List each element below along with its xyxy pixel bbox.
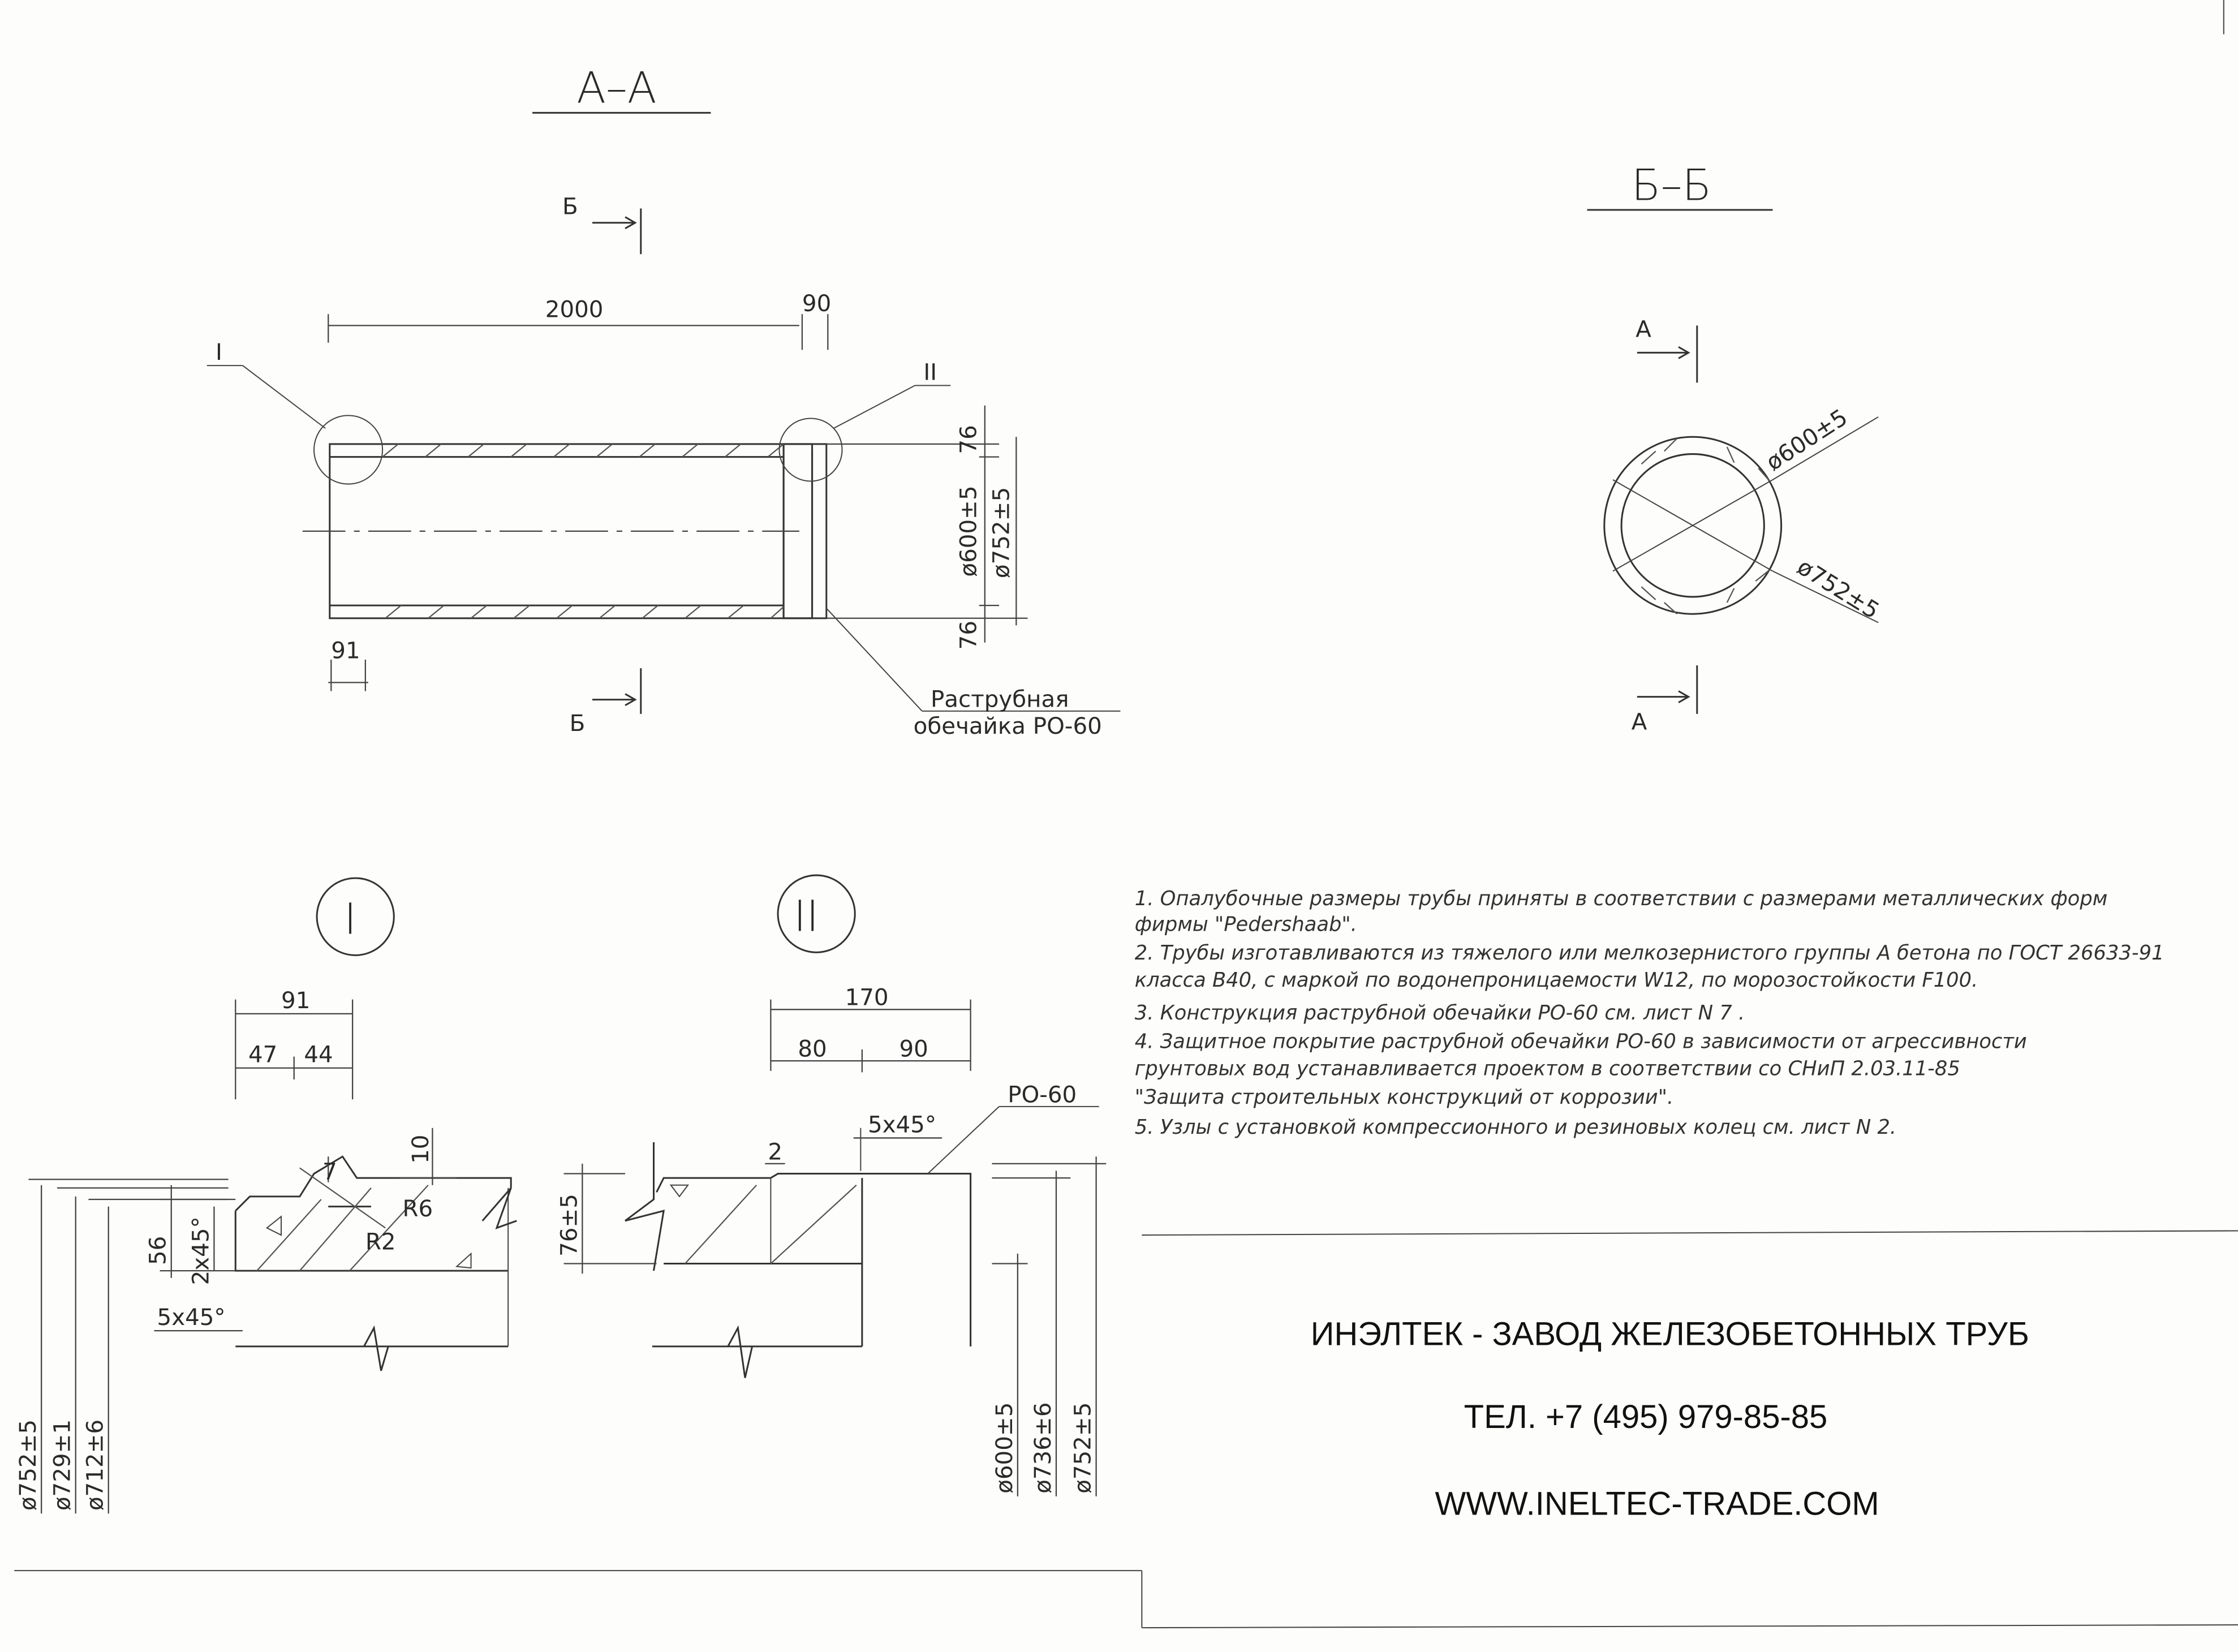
company-block: ИНЭЛТЕК - ЗАВОД ЖЕЛЕЗОБЕТОННЫХ ТРУБ ТЕЛ.… <box>1311 1315 2029 1522</box>
dim-d2-90: 90 <box>899 1036 928 1062</box>
cut-mark-b-top: Б <box>562 193 578 220</box>
detail-1-title: I <box>344 894 356 944</box>
dim-d1-44: 44 <box>304 1042 333 1068</box>
dim-length-2000: 2000 <box>545 296 604 322</box>
company-website[interactable]: WWW.INELTEC-TRADE.COM <box>1435 1486 1879 1522</box>
dim-d2-dia-600: ø600±5 <box>991 1403 1018 1494</box>
dim-d1-dia-712: ø712±6 <box>82 1419 109 1511</box>
note-line: 1. Опалубочные размеры трубы приняты в с… <box>1135 887 2108 910</box>
detail-2-title: II <box>794 891 819 941</box>
dim-socket-90: 90 <box>802 290 831 317</box>
cut-mark-b-bottom: Б <box>570 710 586 737</box>
note-line: 2. Трубы изготавливаются из тяжелого или… <box>1135 941 2164 965</box>
dim-d1-10: 10 <box>407 1135 434 1164</box>
cut-mark-a-bottom: А <box>1632 709 1647 735</box>
note-line: грунтовых вод устанавливается проектом в… <box>1135 1057 1960 1080</box>
callout-socket-ring-line1: Раструбная <box>931 686 1069 712</box>
dim-d2-2: 2 <box>768 1138 782 1165</box>
dim-d2-dia-752: ø752±5 <box>1070 1403 1096 1494</box>
sheet-frame <box>14 0 2238 1629</box>
dim-d1-r6: R6 <box>402 1195 433 1222</box>
dim-d1-91: 91 <box>281 987 310 1014</box>
cut-mark-a-top: А <box>1636 316 1651 343</box>
dim-d1-47: 47 <box>248 1042 277 1068</box>
notes-block: 1. Опалубочные размеры трубы приняты в с… <box>1135 887 2164 1139</box>
node-1-marker: I <box>216 339 222 365</box>
dim-d1-5x45: 5x45° <box>157 1304 226 1331</box>
node-2-marker: II <box>923 359 937 385</box>
company-phone: ТЕЛ. +7 (495) 979-85-85 <box>1464 1399 1828 1435</box>
dim-aa-wall-bottom: 76 <box>956 621 982 649</box>
ring-label-po60: РО-60 <box>1008 1081 1077 1108</box>
section-bb: Б–Б А А ø600±5 ø752±5 <box>1587 160 1884 735</box>
callout-socket-ring-line2: обечайка РО-60 <box>914 713 1102 739</box>
section-bb-title: Б–Б <box>1632 160 1712 210</box>
section-aa: А–А Б Б 2000 90 91 <box>206 63 1121 739</box>
dim-aa-inner-dia: ø600±5 <box>956 485 982 577</box>
company-name: ИНЭЛТЕК - ЗАВОД ЖЕЛЕЗОБЕТОННЫХ ТРУБ <box>1311 1315 2029 1352</box>
dim-d2-wall: 76±5 <box>556 1194 582 1257</box>
note-line: класса В40, с маркой по водонепроницаемо… <box>1135 969 1978 992</box>
dim-aa-wall-top: 76 <box>956 425 982 454</box>
dim-d1-dia-752: ø752±5 <box>15 1419 41 1511</box>
note-line: 5. Узлы с установкой компрессионного и р… <box>1135 1116 1896 1139</box>
dim-d1-56: 56 <box>145 1236 171 1265</box>
dim-d2-170: 170 <box>845 984 889 1011</box>
dim-spigot-91: 91 <box>331 637 360 664</box>
dim-aa-outer-dia: ø752±5 <box>988 487 1015 578</box>
note-line: фирмы "Pedershaab". <box>1135 913 1357 936</box>
dim-d1-chamfer-7: 7 <box>322 1159 337 1185</box>
dim-bb-outer-dia: ø752±5 <box>1793 553 1884 624</box>
detail-node-2: II 170 80 90 5x45° 2 РО-60 76±5 <box>556 874 1107 1496</box>
dim-d1-2x45: 2x45° <box>187 1216 214 1285</box>
dim-d2-5x45: 5x45° <box>868 1111 936 1138</box>
section-aa-title: А–А <box>576 63 656 113</box>
note-line: 4. Защитное покрытие раструбной обечайки… <box>1135 1030 2027 1053</box>
dim-d2-80: 80 <box>798 1036 827 1062</box>
detail-node-1: I 91 47 44 7 10 R6 R2 <box>15 877 517 1514</box>
note-line: 3. Конструкция раструбной обечайки РО-60… <box>1135 1001 1745 1025</box>
dim-d1-dia-729: ø729±1 <box>49 1419 76 1511</box>
dim-d1-r2: R2 <box>365 1228 396 1255</box>
dim-d2-dia-736: ø736±6 <box>1030 1403 1056 1494</box>
note-line: "Защита строительных конструкций от корр… <box>1135 1086 1673 1109</box>
